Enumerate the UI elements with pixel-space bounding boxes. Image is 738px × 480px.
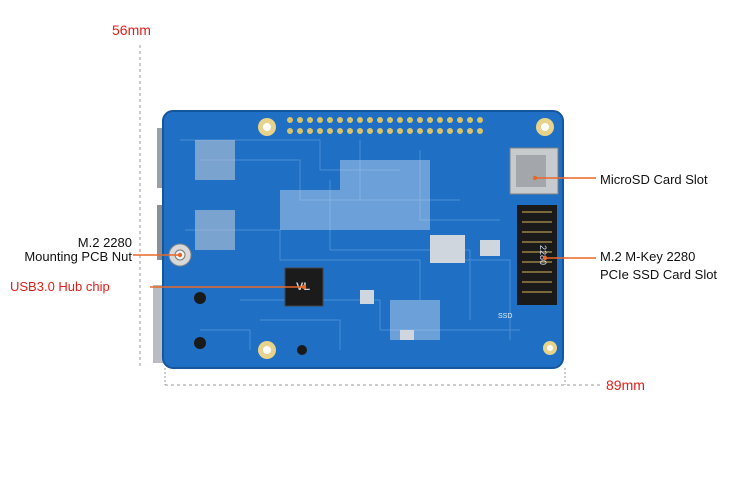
length-dimension-label: 89mm: [606, 377, 645, 393]
pcb: [163, 111, 563, 368]
m2-nut-callout-label-line1: M.2 2280: [77, 235, 132, 250]
microsd-callout-label: MicroSD Card Slot: [600, 172, 708, 187]
m2-nut-callout-label-line2: Mounting PCB Nut: [24, 249, 132, 264]
m2-slot-callout-label-line2: PCIe SSD Card Slot: [600, 267, 718, 282]
ssd-mark: SSD: [498, 313, 512, 320]
gpio-header: [287, 117, 483, 134]
m2-slot: [517, 205, 557, 305]
width-dimension-label: 56mm: [112, 22, 151, 38]
mounting-holes: [258, 118, 557, 359]
m2-slot-callout-label-line1: M.2 M-Key 2280: [600, 249, 696, 264]
usb-hub-callout-label: USB3.0 Hub chip: [10, 279, 110, 294]
m2-marking: 2280: [538, 245, 548, 265]
